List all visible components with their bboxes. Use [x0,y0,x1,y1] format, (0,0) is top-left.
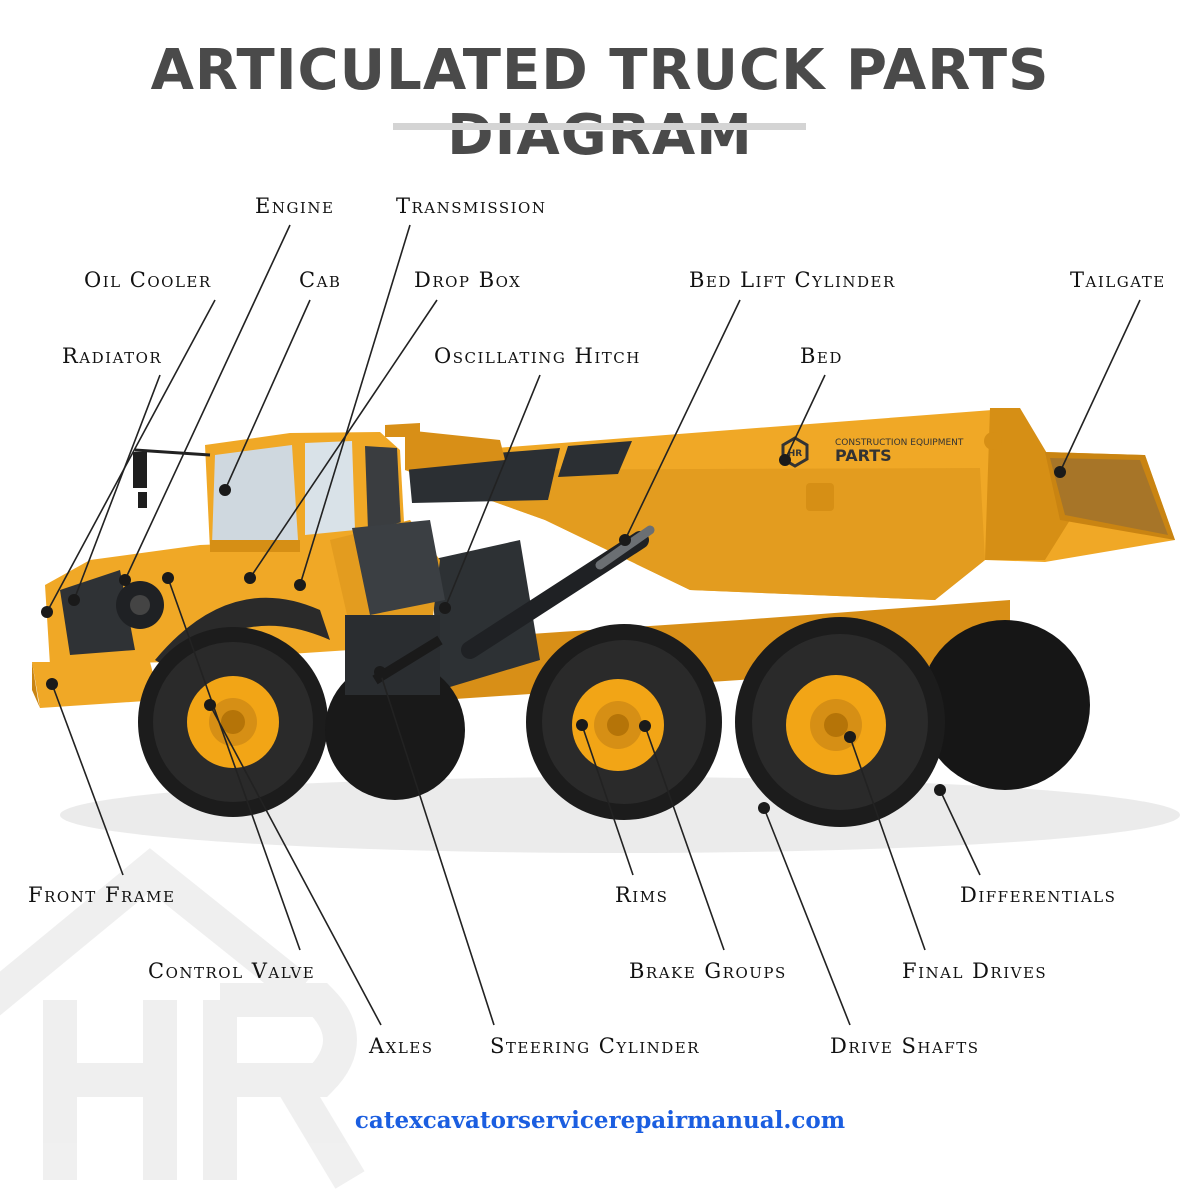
footer-url-link[interactable]: catexcavatorservicerepairmanual.com [354,1107,846,1134]
label-control-valve: Control Valve [148,959,316,983]
svg-text:CONSTRUCTION EQUIPMENT: CONSTRUCTION EQUIPMENT [835,438,964,448]
dump-bed [385,408,1175,600]
page-title: ARTICULATED TRUCK PARTS DIAGRAM [150,38,1050,168]
rear-wheel-far [920,620,1090,790]
bed-lift-cylinder [461,525,655,659]
label-radiator: Radiator [62,344,163,368]
target-dots [41,454,1066,814]
label-differentials: Differentials [960,883,1117,907]
leader-lines [46,224,1141,1026]
front-wheel [138,627,328,817]
middle-wheel [526,624,722,820]
label-rims: Rims [615,883,669,907]
label-oil-cooler: Oil Cooler [84,268,212,292]
label-steering-cylinder: Steering Cylinder [490,1034,701,1058]
label-tailgate: Tailgate [1070,268,1166,292]
label-bed: Bed [800,344,843,368]
title-underline [393,123,806,130]
label-engine: Engine [255,194,335,218]
label-cab: Cab [299,268,342,292]
label-drive-shafts: Drive Shafts [830,1034,980,1058]
svg-text:HR: HR [788,449,803,459]
label-drop-box: Drop Box [414,268,522,292]
label-front-frame: Front Frame [28,883,176,907]
label-brake-groups: Brake Groups [629,959,787,983]
label-final-drives: Final Drives [902,959,1048,983]
label-axles: Axles [369,1034,434,1058]
rear-wheel [735,617,945,827]
hitch-assembly [345,615,443,695]
label-oscillating-hitch: Oscillating Hitch [434,344,641,368]
label-bed-lift-cylinder: Bed Lift Cylinder [689,268,896,292]
svg-text:PARTS: PARTS [835,446,892,465]
watermark-house [0,848,365,1189]
label-transmission: Transmission [396,194,547,218]
